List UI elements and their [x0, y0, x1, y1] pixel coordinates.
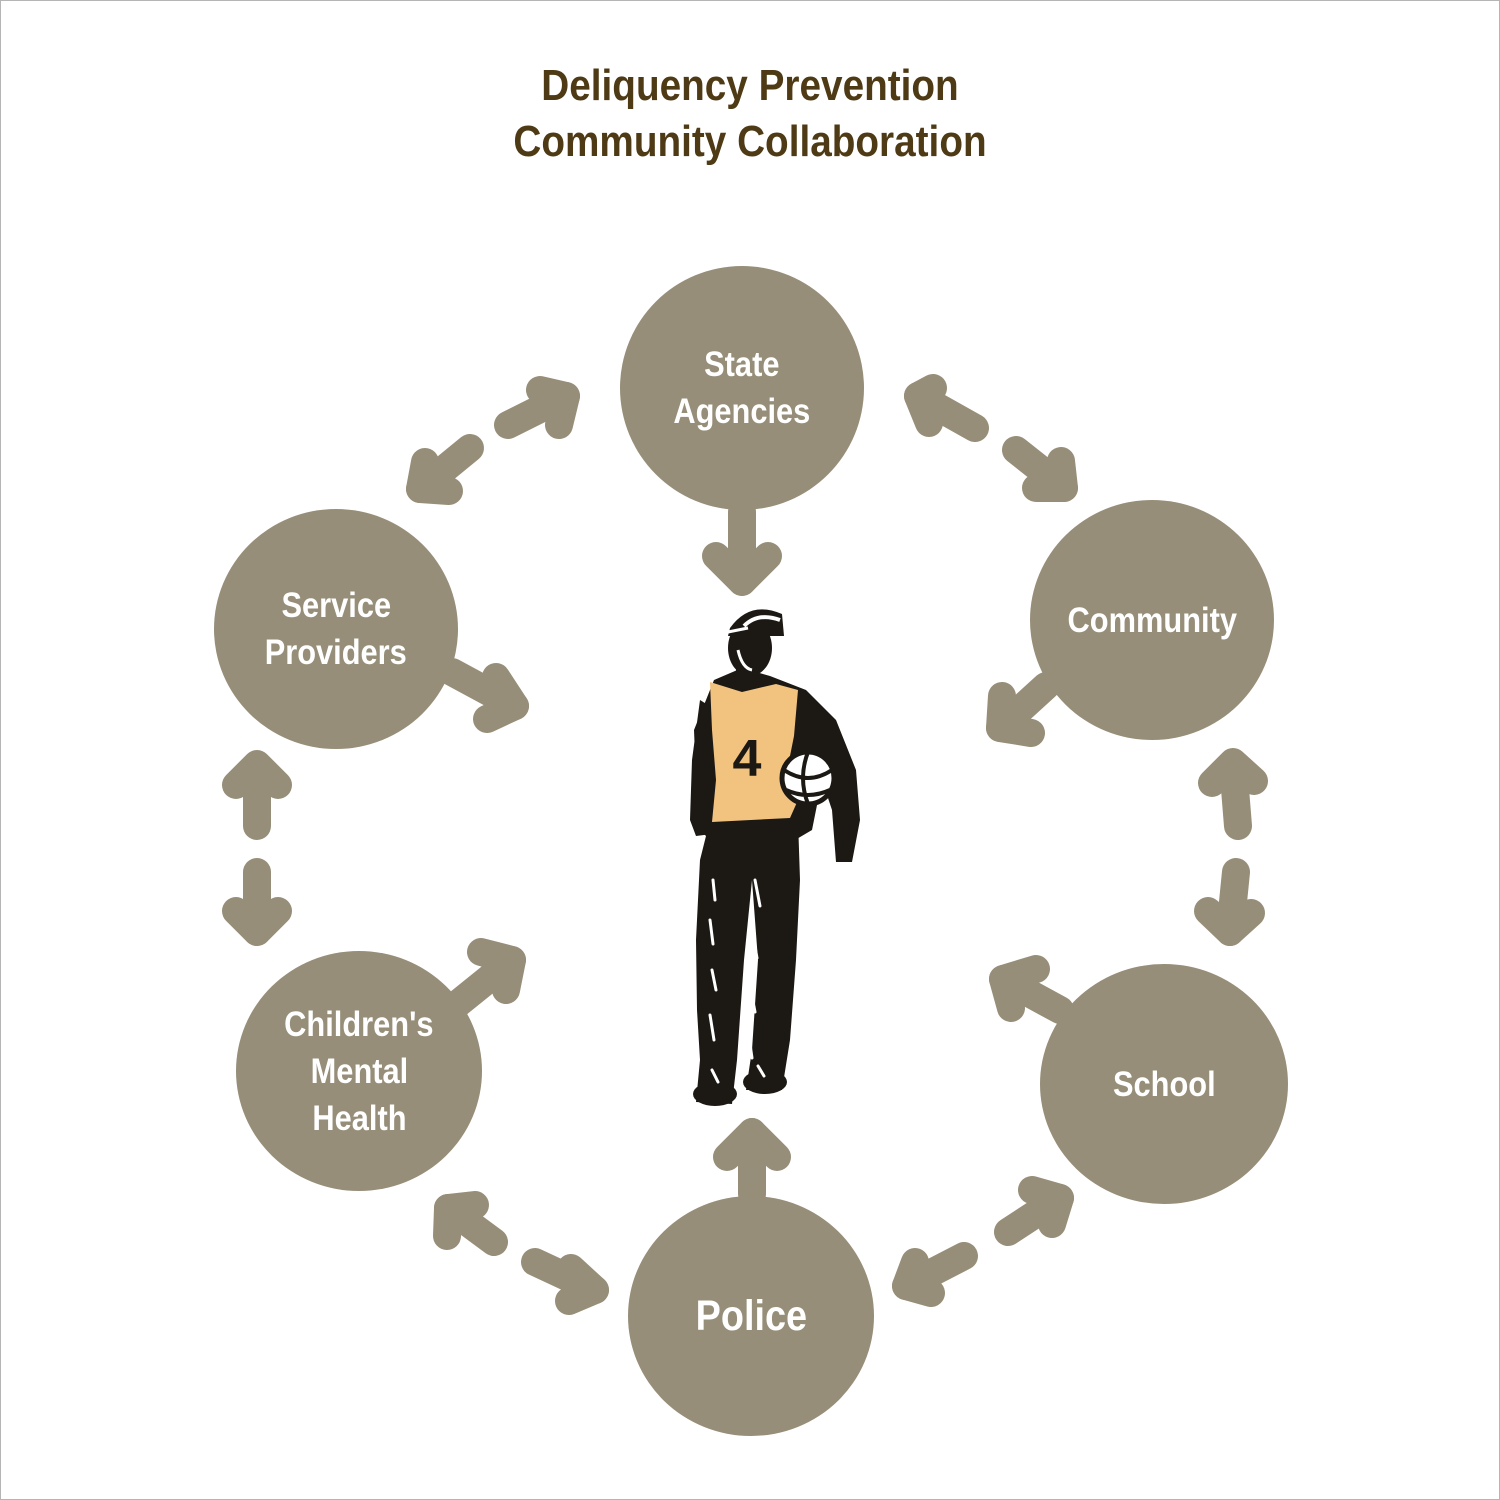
arrow-community-school [1194, 748, 1268, 946]
node-label-line: School [1112, 1064, 1216, 1104]
title-line-1: Deliquency Prevention [541, 61, 959, 110]
node-school: School [1040, 964, 1288, 1204]
arrow-community-to-youth [986, 672, 1060, 747]
jersey-number: 4 [733, 730, 762, 788]
node-childrens-mental-health: Children's Mental Health [236, 951, 482, 1191]
connector-arrows [222, 374, 1268, 1315]
node-label-line: State [704, 345, 780, 384]
diagram-title: Deliquency Prevention Community Collabor… [90, 58, 1410, 170]
node-label-line: Community [1067, 600, 1237, 640]
youth-figure-icon: 4 [690, 609, 860, 1106]
node-label-line: Health [311, 1098, 407, 1138]
node-label-line: Providers [264, 633, 408, 672]
arrow-police-to-youth [713, 1118, 791, 1208]
node-label-line: Agencies [673, 392, 811, 431]
arrow-service-to-youth [438, 658, 529, 733]
arrow-police-school [892, 1176, 1074, 1307]
node-state-agencies: State Agencies [620, 266, 864, 510]
node-police: Police [628, 1196, 874, 1436]
node-community: Community [1030, 500, 1274, 740]
node-label-line: Mental [310, 1051, 408, 1091]
node-label-line: Police [695, 1292, 807, 1340]
node-label-line: Children's [284, 1004, 434, 1044]
arrow-school-to-youth [989, 955, 1074, 1024]
arrow-state-community [904, 374, 1078, 502]
title-line-2: Community Collaboration [513, 117, 987, 166]
arrow-state-to-youth [702, 498, 782, 596]
arrow-service-childrens [222, 750, 292, 946]
arrow-childrens-to-youth [436, 938, 526, 1024]
arrow-state-service [406, 376, 580, 505]
arrow-childrens-police [433, 1191, 609, 1315]
node-service-providers: Service Providers [214, 509, 458, 749]
node-label-line: Service [281, 586, 391, 625]
